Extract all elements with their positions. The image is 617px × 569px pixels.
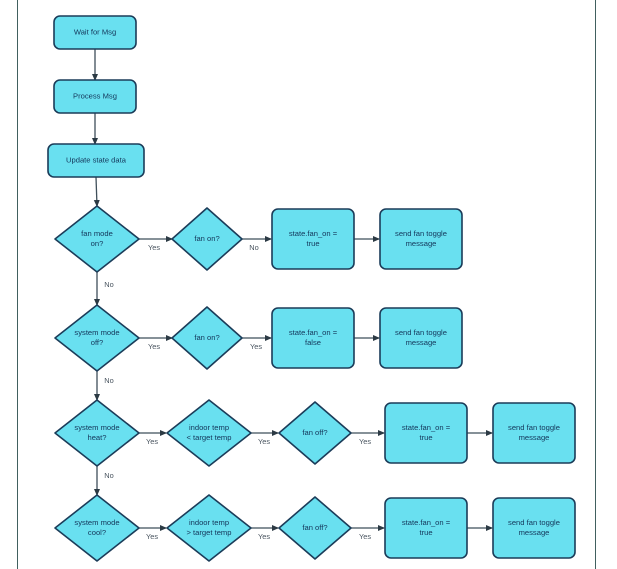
process-shape[interactable] [379, 307, 463, 369]
edge-e-fanoff4-set4: Yes [351, 525, 385, 541]
node-update[interactable]: Update state data [47, 143, 145, 178]
node-set1[interactable]: state.fan_on =true [271, 208, 355, 270]
decision-shape[interactable] [54, 304, 140, 372]
process-shape[interactable] [53, 79, 137, 114]
process-shape[interactable] [53, 15, 137, 50]
decision-shape[interactable] [54, 399, 140, 467]
edge-e-heattemp-fanoff3: Yes [251, 430, 279, 446]
decision-shape[interactable] [166, 399, 252, 467]
edge-label: No [104, 376, 113, 385]
decision-shape[interactable] [54, 205, 140, 273]
process-shape[interactable] [384, 497, 468, 559]
edge-e-fanon2-set2: Yes [242, 335, 272, 351]
node-fanoff3[interactable]: fan off? [278, 401, 352, 465]
decision-shape[interactable] [166, 494, 252, 562]
node-fanoff4[interactable]: fan off? [278, 496, 352, 560]
node-set3[interactable]: state.fan_on =true [384, 402, 468, 464]
process-shape[interactable] [379, 208, 463, 270]
edge-label: Yes [258, 532, 270, 541]
edge-label: Yes [148, 243, 160, 252]
node-wait[interactable]: Wait for Msg [53, 15, 137, 50]
edge-e-fanmode-sysoff: No [94, 272, 114, 306]
edge-line [93, 176, 100, 207]
edge-label: No [249, 243, 258, 252]
node-set4[interactable]: state.fan_on =true [384, 497, 468, 559]
process-shape[interactable] [271, 307, 355, 369]
decision-shape[interactable] [278, 401, 352, 465]
decision-shape[interactable] [171, 306, 243, 370]
decision-shape[interactable] [278, 496, 352, 560]
page-left-rule [17, 0, 18, 569]
decision-shape[interactable] [54, 494, 140, 562]
edge-label: Yes [148, 342, 160, 351]
process-shape[interactable] [492, 402, 576, 464]
edge-e-sysheat-heattemp: Yes [139, 430, 167, 446]
node-set2[interactable]: state.fan_on =false [271, 307, 355, 369]
edge-e-sysoff-sysheat: No [94, 371, 114, 401]
edge-e-update-fanmode [93, 176, 100, 207]
edge-label: Yes [250, 342, 262, 351]
edge-label: Yes [258, 437, 270, 446]
edge-e-fanon1-set1: No [242, 236, 272, 252]
edge-label: Yes [146, 437, 158, 446]
node-fanon1[interactable]: fan on? [171, 207, 243, 271]
edge-e-sysoff-fanon2: Yes [139, 335, 173, 351]
page-right-rule [595, 0, 596, 569]
edge-label: Yes [146, 532, 158, 541]
edge-e-sysheat-syscool: No [94, 466, 114, 496]
node-process[interactable]: Process Msg [53, 79, 137, 114]
edge-e-fanoff3-set3: Yes [351, 430, 385, 446]
node-heattemp[interactable]: indoor temp< target temp [166, 399, 252, 467]
edge-label: No [104, 471, 113, 480]
edge-e-syscool-cooltemp: Yes [139, 525, 167, 541]
edge-label: Yes [359, 532, 371, 541]
edge-label: Yes [359, 437, 371, 446]
node-fanon2[interactable]: fan on? [171, 306, 243, 370]
process-shape[interactable] [271, 208, 355, 270]
edge-label: No [104, 280, 113, 289]
edge-e-fanmode-fanon1: Yes [139, 236, 173, 252]
process-shape[interactable] [384, 402, 468, 464]
process-shape[interactable] [492, 497, 576, 559]
decision-shape[interactable] [171, 207, 243, 271]
process-shape[interactable] [47, 143, 145, 178]
edge-e-cooltemp-fanoff4: Yes [251, 525, 279, 541]
node-cooltemp[interactable]: indoor temp> target temp [166, 494, 252, 562]
